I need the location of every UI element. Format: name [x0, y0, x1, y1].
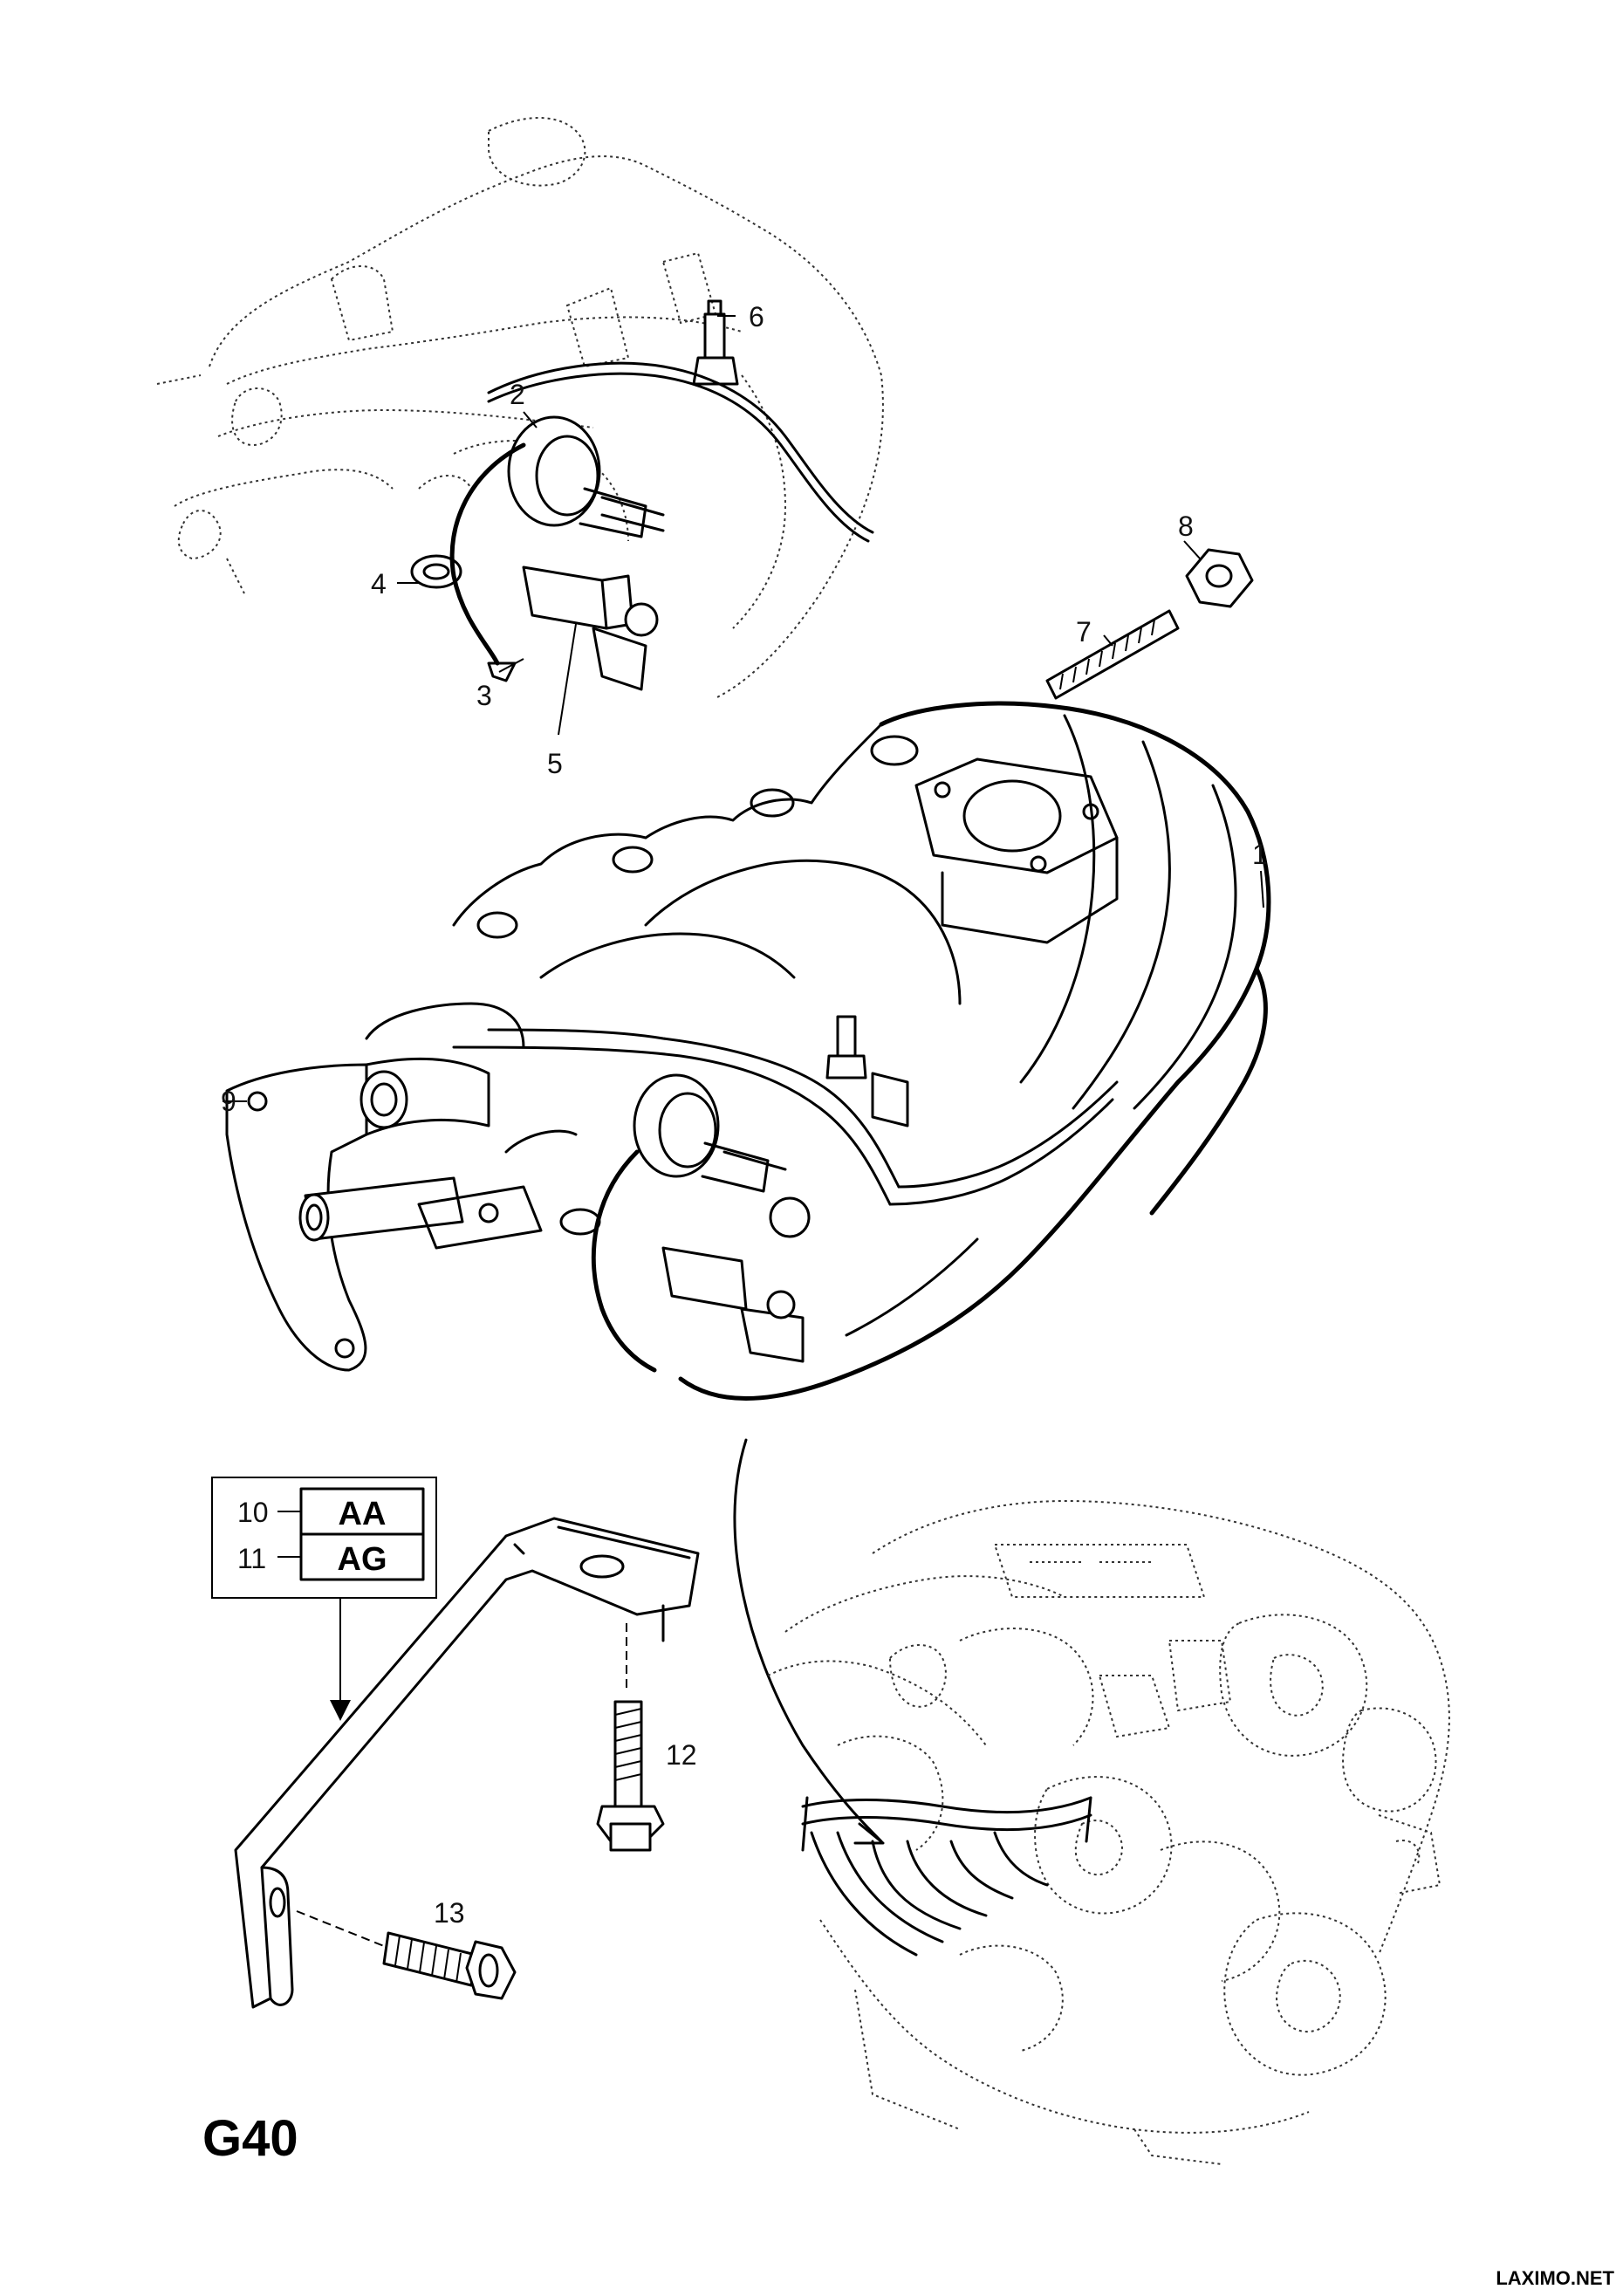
- solenoid-valve-top: [522, 565, 659, 691]
- connector-top: [692, 299, 739, 386]
- bracket-ring-top: [410, 554, 462, 589]
- assembly-pointer: [733, 1438, 885, 1845]
- reference-engine-outline-bottom: [767, 1499, 1450, 2165]
- callout-7: 7: [1076, 616, 1092, 648]
- stud: [1045, 609, 1180, 700]
- code-ag: AG: [338, 1541, 387, 1578]
- callout-9: 9: [221, 1086, 236, 1117]
- code-aa: AA: [339, 1496, 387, 1532]
- callout-11: 11: [237, 1543, 266, 1574]
- hose-top: [449, 442, 526, 682]
- callout-2: 2: [510, 379, 525, 410]
- watermark: LAXIMO.NET: [1496, 2267, 1614, 2289]
- callout-4: 4: [371, 568, 387, 600]
- vacuum-pipe-top: [487, 361, 874, 543]
- connector-manifold: [825, 1015, 909, 1127]
- callout-13: 13: [434, 1897, 465, 1929]
- callout-5: 5: [547, 748, 563, 779]
- bolt-horizontal: [296, 1910, 517, 2000]
- figure-code: G40: [202, 2110, 298, 2167]
- installed-manifold-highlight: [801, 1796, 1092, 1957]
- callout-3: 3: [476, 680, 492, 711]
- reference-engine-outline-top: [156, 117, 884, 699]
- callout-10: 10: [237, 1497, 269, 1528]
- callout-8: 8: [1178, 511, 1194, 542]
- bolt-vertical: [596, 1623, 665, 1852]
- vacuum-actuator-top: [507, 415, 665, 538]
- manifold-flange: [225, 1002, 543, 1372]
- vacuum-actuator-manifold: [504, 1073, 811, 1373]
- callout-6: 6: [749, 301, 764, 332]
- support-bracket: [234, 1517, 700, 2009]
- callout-leaders: [223, 315, 1264, 1102]
- nut: [1185, 548, 1254, 608]
- code-box: [211, 1477, 437, 1721]
- callout-1: 1: [1252, 839, 1268, 870]
- callouts: 1 2 3 4 5 6 7 8 9 10 11 12 13: [221, 301, 1268, 1929]
- callout-12: 12: [666, 1739, 697, 1771]
- intake-manifold: [452, 701, 1271, 1401]
